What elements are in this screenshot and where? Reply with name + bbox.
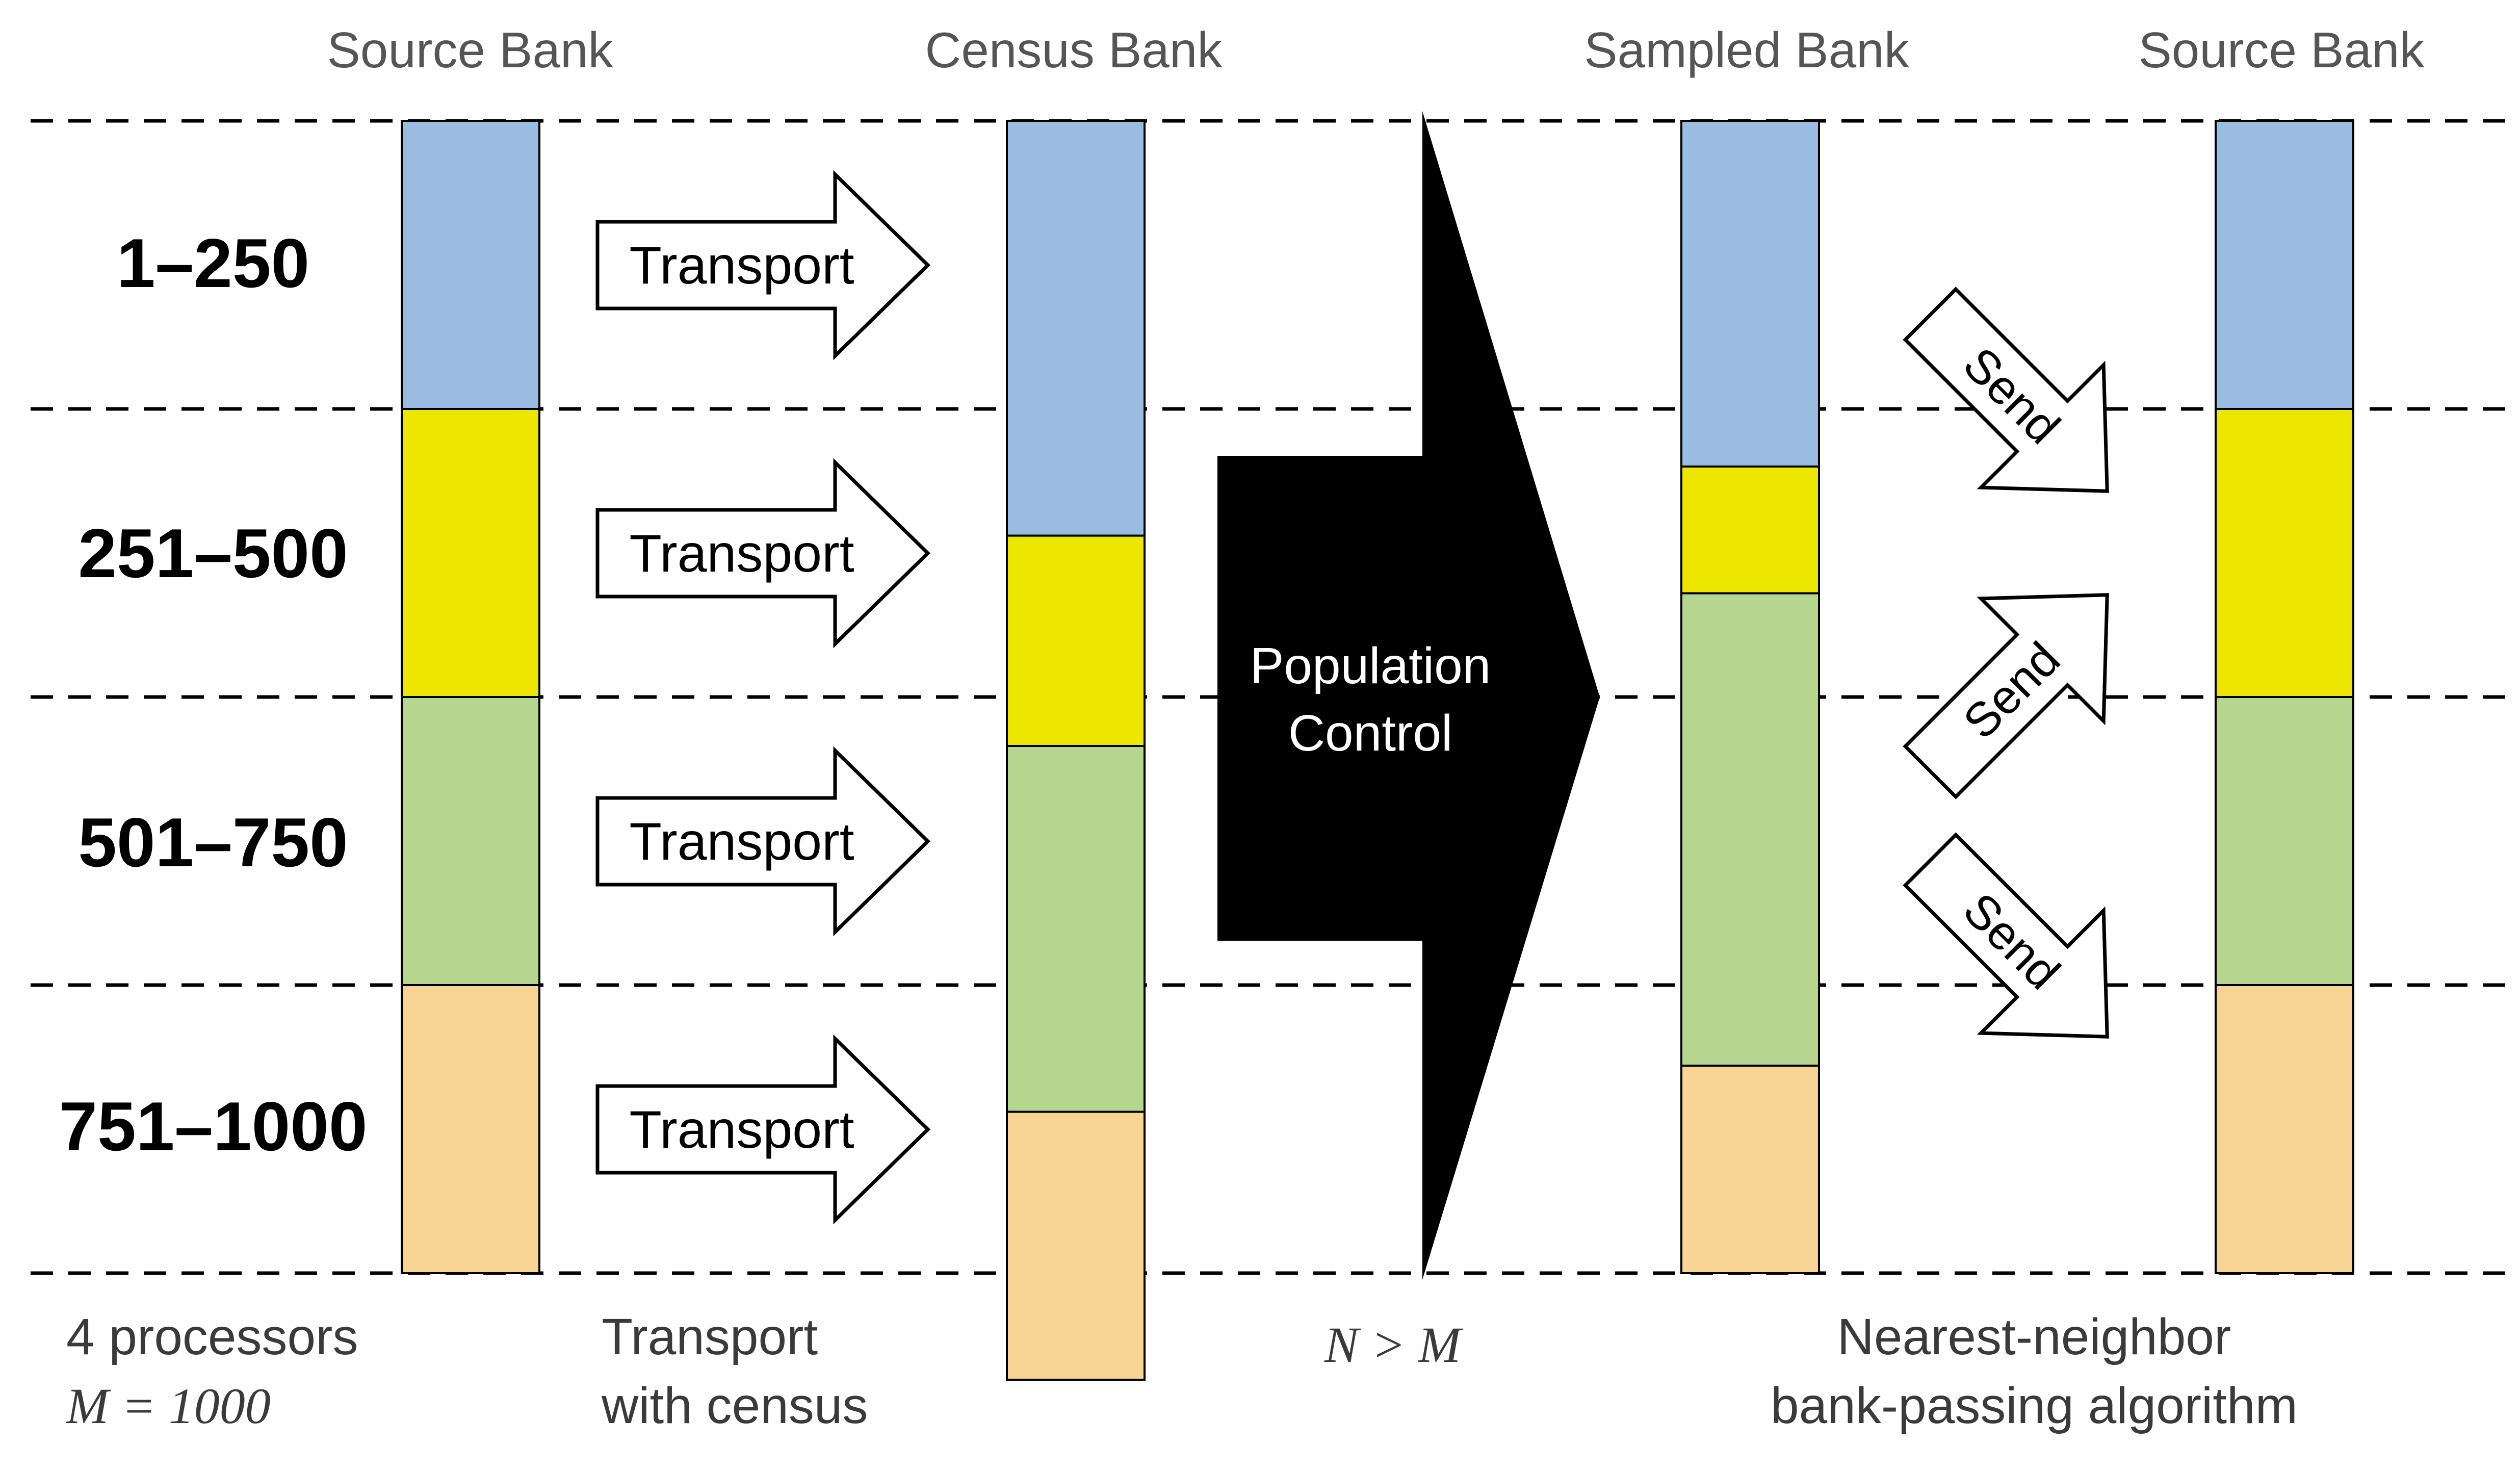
send-arrow-shape-3: [1903, 832, 2109, 1039]
sampled-bank-segment-2: [1680, 466, 1820, 595]
send-arrow-shape-1: [1903, 287, 2109, 493]
send-arrow-1: Send: [1903, 287, 2109, 493]
footer-inequality: N > M: [1324, 1316, 1461, 1373]
footer-transport-label: Transport: [602, 1308, 818, 1365]
source-bank-initial-segment-2: [401, 408, 540, 698]
population-control-shape: [1217, 111, 1600, 1280]
source-bank-initial-segment-3: [401, 696, 540, 986]
header-sampled-bank: Sampled Bank: [1584, 22, 1909, 78]
footer-processors: 4 processors: [66, 1308, 358, 1365]
header-source-bank-final: Source Bank: [2138, 22, 2425, 78]
footer-algorithm-line2: bank-passing algorithm: [1771, 1377, 2298, 1434]
population-control-label-line1: Population: [1250, 637, 1491, 694]
row-label-4: 751–1000: [59, 1088, 368, 1165]
header-census-bank: Census Bank: [925, 22, 1223, 78]
transport-arrow-label-4: Transport: [629, 1100, 854, 1159]
footer-m-equation: M = 1000: [66, 1378, 271, 1434]
send-arrow-shape-2: [1903, 593, 2109, 799]
sampled-bank-segment-4: [1680, 1065, 1820, 1274]
footer-algorithm-line1: Nearest-neighbor: [1837, 1308, 2231, 1365]
header-source-bank-initial: Source Bank: [327, 22, 613, 78]
census-bank-segment-4: [1006, 1111, 1146, 1381]
census-bank-segment-1: [1006, 120, 1146, 537]
row-label-1: 1–250: [116, 224, 310, 302]
source-bank-final-segment-1: [2215, 120, 2354, 410]
transport-arrow-1: [595, 170, 931, 360]
source-bank-final-segment-2: [2215, 408, 2354, 698]
send-arrow-3: Send: [1903, 832, 2109, 1039]
row-label-2: 251–500: [78, 514, 348, 592]
source-bank-final-segment-4: [2215, 984, 2354, 1274]
transport-arrow-4: [595, 1034, 931, 1225]
population-control-label-line2: Control: [1288, 705, 1452, 762]
source-bank-final-segment-3: [2215, 696, 2354, 986]
transport-arrow-3: [595, 746, 931, 937]
census-bank-segment-2: [1006, 534, 1146, 747]
row-label-3: 501–750: [78, 804, 348, 881]
transport-arrow-label-1: Transport: [629, 236, 854, 295]
census-bank-segment-3: [1006, 745, 1146, 1113]
transport-arrow-label-2: Transport: [629, 524, 854, 583]
source-bank-initial-segment-1: [401, 120, 540, 410]
send-arrow-2: Send: [1903, 593, 2109, 799]
transport-arrow-2: [595, 458, 931, 649]
bank-columns: [401, 120, 2354, 1381]
source-bank-initial-segment-4: [401, 984, 540, 1274]
sampled-bank-segment-1: [1680, 120, 1820, 468]
footer-with-census-label: with census: [602, 1377, 868, 1434]
transport-arrow-label-3: Transport: [629, 812, 854, 871]
sampled-bank-segment-3: [1680, 592, 1820, 1067]
